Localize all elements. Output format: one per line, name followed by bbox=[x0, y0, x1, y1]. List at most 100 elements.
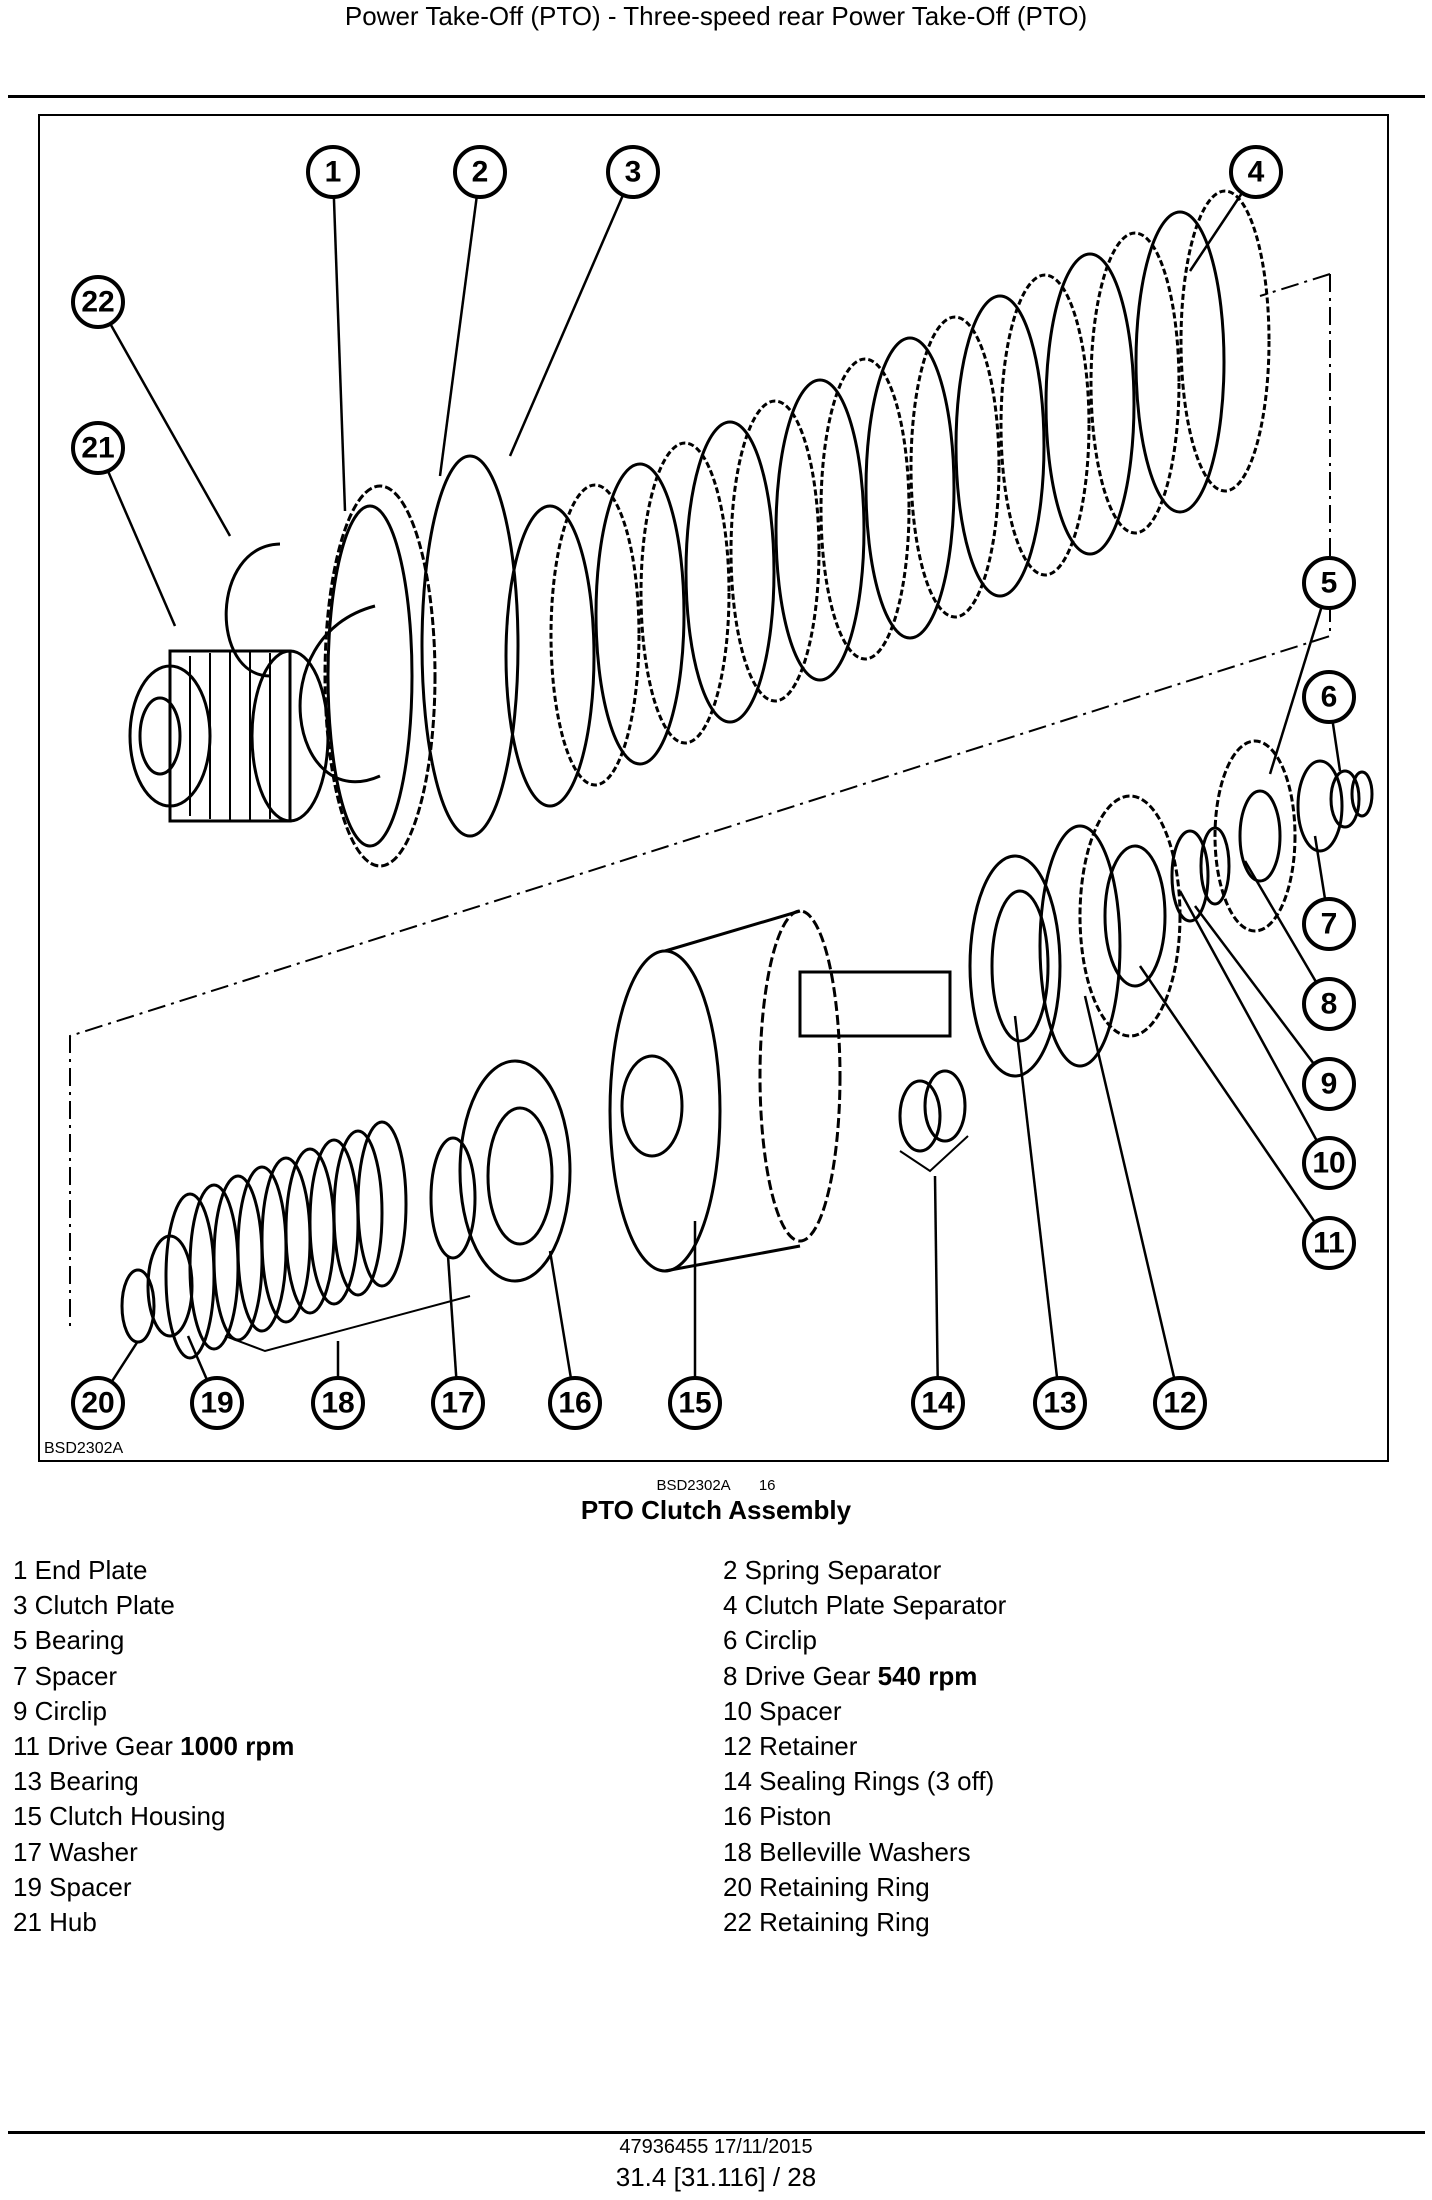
legend-item-label: 17 Washer bbox=[13, 1836, 138, 1867]
clutch-plate bbox=[954, 294, 1046, 598]
clutch-plate bbox=[729, 399, 821, 703]
belleville-washer bbox=[332, 1129, 384, 1297]
callout-number: 1 bbox=[325, 156, 342, 189]
footer-document-ref: 47936455 17/11/2015 bbox=[619, 2136, 813, 2158]
callout-22: 22 bbox=[71, 275, 125, 329]
legend-item: 13 Bearing bbox=[13, 1764, 294, 1799]
legend-item-label: 4 Clutch Plate Separator bbox=[723, 1590, 1007, 1621]
clutch-plate bbox=[1134, 210, 1226, 514]
clutch-plate bbox=[684, 420, 776, 724]
leader-line bbox=[1138, 965, 1331, 1244]
legend-item: 3 Clutch Plate bbox=[13, 1588, 294, 1623]
legend-item-label: 14 Sealing Rings (3 off) bbox=[723, 1766, 995, 1797]
legend-item-label: 7 Spacer bbox=[13, 1660, 118, 1691]
parts-legend-right: 2 Spring Separator 4 Clutch Plate Separat… bbox=[723, 1553, 1006, 1940]
leader-line bbox=[933, 1175, 940, 1404]
leader-line bbox=[1194, 905, 1330, 1085]
callout-number: 8 bbox=[1321, 988, 1338, 1021]
callout-17: 17 bbox=[431, 1376, 485, 1430]
callout-number: 10 bbox=[1312, 1147, 1345, 1180]
callout-2: 2 bbox=[453, 145, 507, 199]
legend-item: 17 Washer bbox=[13, 1835, 294, 1870]
callout-1: 1 bbox=[306, 145, 360, 199]
callout-9: 9 bbox=[1302, 1057, 1356, 1111]
clutch-plate bbox=[864, 336, 956, 640]
legend-item: 18 Belleville Washers bbox=[723, 1835, 1006, 1870]
legend-item-label: 6 Circlip bbox=[723, 1625, 817, 1656]
footer-rule bbox=[8, 2131, 1425, 2134]
callout-number: 3 bbox=[625, 156, 642, 189]
callout-15: 15 bbox=[668, 1376, 722, 1430]
callout-number: 2 bbox=[472, 156, 489, 189]
leader-line bbox=[1013, 1015, 1062, 1404]
legend-item: 6 Circlip bbox=[723, 1623, 1006, 1658]
callout-12: 12 bbox=[1153, 1376, 1207, 1430]
legend-item-label: 15 Clutch Housing bbox=[13, 1801, 226, 1832]
legend-item-speed: 1000 rpm bbox=[180, 1731, 295, 1762]
callout-number: 22 bbox=[81, 286, 114, 319]
callout-3: 3 bbox=[606, 145, 660, 199]
callout-number: 16 bbox=[558, 1387, 591, 1420]
callout-13: 13 bbox=[1033, 1376, 1087, 1430]
legend-item-label: 1 End Plate bbox=[13, 1555, 148, 1585]
callout-number: 21 bbox=[81, 432, 114, 465]
legend-item-label: 12 Retainer bbox=[723, 1731, 858, 1762]
figure-reference: BSD2302A 16 bbox=[0, 1477, 1432, 1494]
leader-line bbox=[96, 447, 177, 627]
legend-item: 7 Spacer bbox=[13, 1659, 294, 1694]
legend-item: 12 Retainer bbox=[723, 1729, 1006, 1764]
clutch-plate bbox=[1089, 231, 1181, 535]
legend-item: 21 Hub bbox=[13, 1905, 294, 1940]
clutch-plate bbox=[1179, 189, 1271, 493]
legend-item-label: 18 Belleville Washers bbox=[723, 1836, 971, 1867]
callout-16: 16 bbox=[548, 1376, 602, 1430]
legend-item: 10 Spacer bbox=[723, 1694, 1006, 1729]
legend-item-label: 5 Bearing bbox=[13, 1625, 125, 1656]
legend-item: 2 Spring Separator bbox=[723, 1553, 1006, 1588]
figure-ref-code: BSD2302A bbox=[656, 1477, 731, 1494]
callout-number: 19 bbox=[200, 1387, 233, 1420]
legend-item: 16 Piston bbox=[723, 1799, 1006, 1834]
callout-14: 14 bbox=[911, 1376, 965, 1430]
legend-item: 9 Circlip bbox=[13, 1694, 294, 1729]
callout-number: 4 bbox=[1248, 156, 1265, 189]
belleville-washer bbox=[356, 1120, 408, 1288]
legend-item-label: 10 Spacer bbox=[723, 1695, 842, 1726]
callout-number: 9 bbox=[1321, 1068, 1338, 1101]
leader-line bbox=[438, 171, 482, 477]
leader-line bbox=[331, 171, 347, 512]
clutch-plate bbox=[1044, 252, 1136, 556]
callout-7: 7 bbox=[1302, 897, 1356, 951]
legend-item: 4 Clutch Plate Separator bbox=[723, 1588, 1006, 1623]
clutch-plate bbox=[819, 357, 911, 661]
legend-item-label: 19 Spacer bbox=[13, 1871, 132, 1902]
callout-19: 19 bbox=[190, 1376, 244, 1430]
legend-item: 14 Sealing Rings (3 off) bbox=[723, 1764, 1006, 1799]
legend-item-speed: 540 rpm bbox=[877, 1660, 978, 1691]
footer-page-number: 31.4 [31.116] / 28 bbox=[615, 2162, 817, 2192]
callout-5: 5 bbox=[1302, 556, 1356, 610]
callout-number: 14 bbox=[921, 1387, 955, 1420]
legend-item: 8 Drive Gear 540 rpm bbox=[723, 1659, 1006, 1694]
legend-item-label: 13 Bearing bbox=[13, 1766, 139, 1797]
callout-number: 17 bbox=[441, 1387, 474, 1420]
callout-number: 20 bbox=[81, 1387, 114, 1420]
callout-number: 18 bbox=[321, 1387, 354, 1420]
legend-item-label: 8 Drive Gear bbox=[723, 1660, 878, 1691]
legend-item-label: 2 Spring Separator bbox=[723, 1555, 942, 1585]
callout-4: 4 bbox=[1229, 145, 1283, 199]
figure-code: BSD2302A bbox=[44, 1440, 124, 1457]
clutch-plate bbox=[639, 441, 731, 745]
figure-ref-number: 16 bbox=[758, 1477, 776, 1494]
callout-20: 20 bbox=[71, 1376, 125, 1430]
legend-item-label: 21 Hub bbox=[13, 1907, 97, 1938]
callout-number: 7 bbox=[1321, 908, 1338, 941]
callout-number: 11 bbox=[1313, 1227, 1345, 1260]
callout-number: 13 bbox=[1043, 1387, 1076, 1420]
callout-11: 11 bbox=[1302, 1216, 1356, 1270]
header-rule bbox=[8, 95, 1425, 98]
legend-item-label: 9 Circlip bbox=[13, 1695, 107, 1726]
